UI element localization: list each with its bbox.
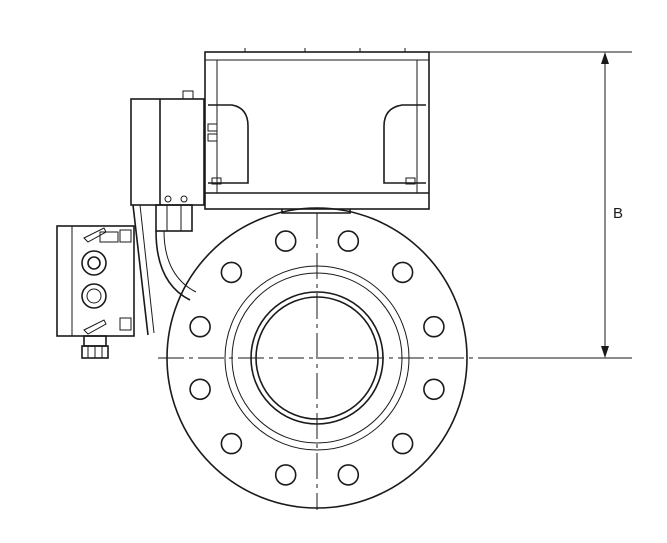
junction-box-screw-left bbox=[164, 195, 172, 203]
housing-right-lobe bbox=[383, 104, 426, 184]
dimension-b: B bbox=[429, 51, 632, 359]
cable-inner bbox=[163, 230, 197, 293]
terminal-box-nut-ribs bbox=[87, 346, 103, 358]
dimension-arrow-bottom bbox=[601, 346, 609, 358]
terminal-box-clip-bottom bbox=[119, 317, 132, 331]
housing-tab-3 bbox=[211, 177, 222, 185]
bolt-hole bbox=[274, 464, 297, 486]
cable-bracket bbox=[132, 204, 149, 336]
transmitter-housing bbox=[204, 48, 430, 214]
dimension-arrow-top bbox=[601, 52, 609, 64]
junction-box-foot-outer bbox=[155, 204, 193, 232]
cable-gland-lower-ring bbox=[86, 288, 102, 304]
cable-bracket-2 bbox=[139, 204, 155, 334]
housing-tab-4 bbox=[405, 177, 416, 185]
cable-gland-lower-icon bbox=[81, 283, 107, 309]
junction-box-cap bbox=[182, 90, 194, 100]
cable-outer bbox=[155, 230, 191, 301]
bolt-hole bbox=[423, 378, 445, 401]
bolt-hole bbox=[391, 432, 414, 455]
junction-box-foot-inner bbox=[166, 204, 182, 232]
terminal-box-latch-top bbox=[83, 227, 107, 243]
dimension-label: B bbox=[613, 205, 623, 222]
bolt-hole bbox=[423, 315, 445, 338]
bolt-hole bbox=[337, 230, 360, 252]
housing-tab-2 bbox=[207, 133, 218, 142]
terminal-box-clip-top bbox=[119, 229, 132, 243]
housing-inner bbox=[216, 59, 418, 194]
bolt-hole bbox=[220, 261, 243, 284]
centerlines bbox=[158, 213, 478, 510]
cable-gland-upper-icon bbox=[81, 250, 107, 276]
housing-top-ribs bbox=[244, 48, 406, 52]
housing-tab-1 bbox=[207, 123, 218, 132]
cable-gland-upper-ring bbox=[87, 256, 101, 270]
cable bbox=[132, 204, 197, 336]
terminal-box bbox=[56, 225, 135, 359]
bolt-holes bbox=[189, 230, 445, 486]
bolt-hole bbox=[274, 230, 297, 252]
junction-box-body bbox=[130, 98, 205, 206]
junction-box-screw-right bbox=[180, 195, 188, 203]
bolt-hole bbox=[337, 464, 360, 486]
housing-left-lobe bbox=[208, 104, 249, 184]
housing-neck bbox=[281, 209, 351, 214]
terminal-box-latch-bottom bbox=[83, 319, 107, 335]
terminal-box-bottom-gland bbox=[83, 335, 107, 347]
bolt-hole bbox=[391, 261, 414, 284]
terminal-box-seal bbox=[99, 231, 119, 243]
bolt-hole bbox=[189, 378, 211, 401]
housing-outer bbox=[204, 51, 430, 210]
bolt-hole bbox=[189, 315, 211, 338]
bolt-hole bbox=[220, 432, 243, 455]
junction-box bbox=[130, 90, 205, 232]
